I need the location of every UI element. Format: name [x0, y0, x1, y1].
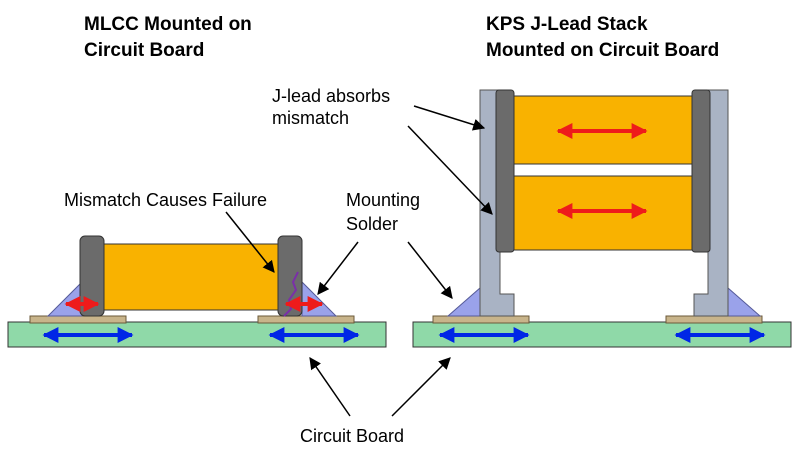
right-pad-2 [665, 315, 763, 324]
jlead-label-line2: mismatch [272, 108, 349, 128]
right-title-line2: Mounted on Circuit Board [486, 40, 719, 61]
jlead-callout-arrow-1 [413, 105, 486, 131]
jlead-label-line1: J-lead absorbs [272, 86, 390, 106]
board-callout-arrow-right [391, 357, 451, 417]
solder-callout-arrow-left [317, 241, 359, 295]
left-title-line1: MLCC Mounted on [84, 14, 252, 35]
failure-callout-arrow [225, 211, 275, 273]
stack-termination-right [691, 89, 711, 253]
right-solder-fillet-1 [446, 286, 481, 317]
right-title-line1: KPS J-Lead Stack [486, 14, 648, 35]
board-callout-arrow-left [309, 357, 351, 417]
left-title-line2: Circuit Board [84, 40, 204, 61]
left-pad-2 [257, 315, 355, 324]
right-pad-1 [432, 315, 530, 324]
failure-label: Mismatch Causes Failure [64, 190, 267, 210]
stack-termination-left [495, 89, 515, 253]
mlcc-assembly [7, 235, 387, 348]
board-label: Circuit Board [300, 426, 404, 446]
left-solder-fillet-1 [46, 280, 83, 317]
solder-label-line1: Mounting [346, 190, 420, 210]
jlead-callout-arrow-2 [407, 125, 493, 215]
left-pad-1 [29, 315, 127, 324]
right-solder-fillet-2 [727, 286, 762, 317]
j-lead-right [693, 89, 729, 317]
left-solder-fillet-2 [301, 280, 338, 317]
solder-callout-arrow-right [407, 241, 453, 299]
mlcc-body [103, 243, 281, 311]
solder-label-line2: Solder [346, 214, 398, 234]
jlead-stack-assembly [412, 89, 792, 348]
